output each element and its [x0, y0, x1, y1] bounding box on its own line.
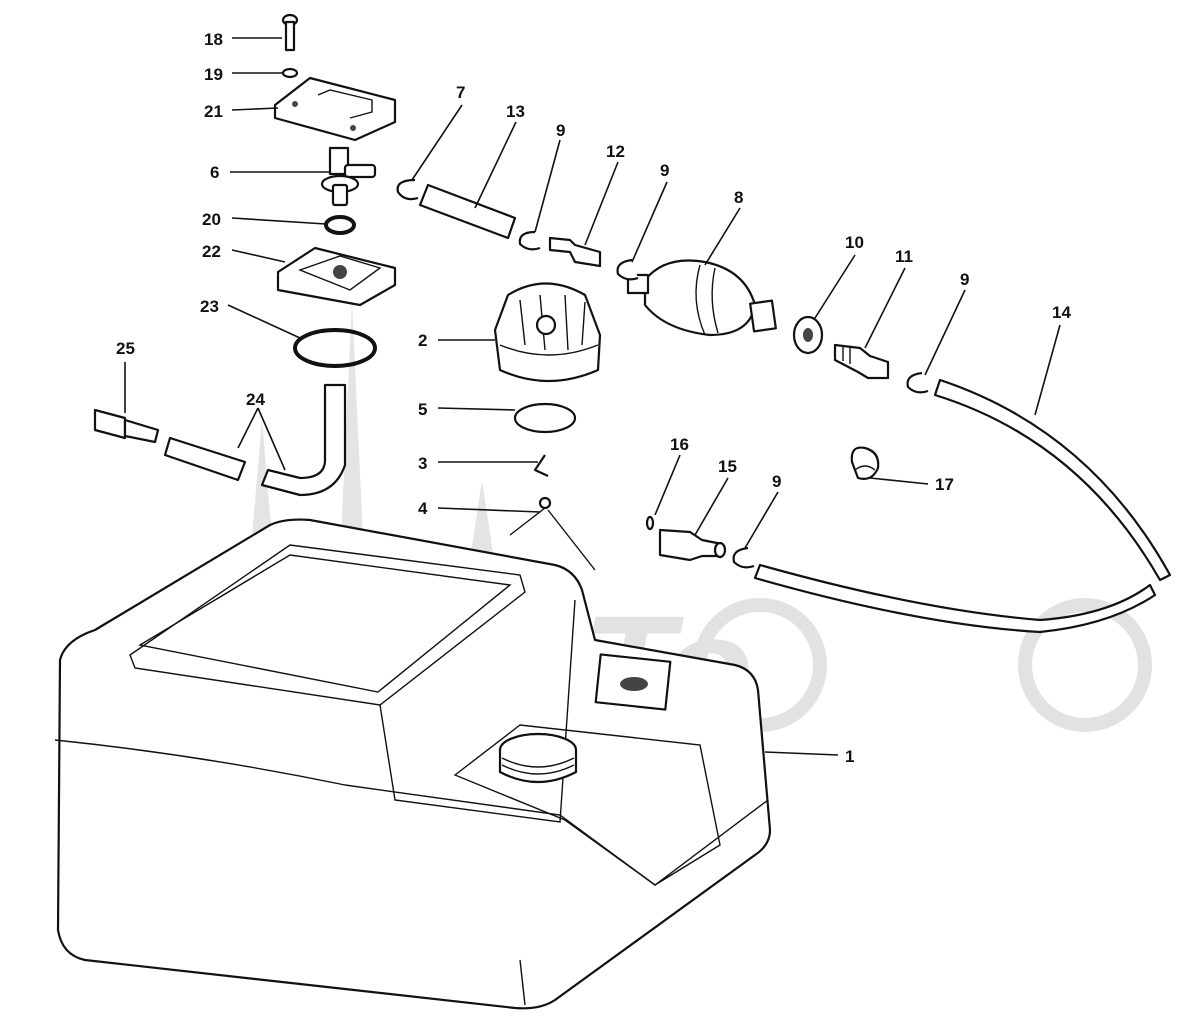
- callout-11: 11: [895, 247, 913, 266]
- cover-plate-part-21: [273, 76, 397, 142]
- callout-24: 24: [246, 390, 265, 409]
- primer-bulb-part: [626, 259, 777, 337]
- watermark-wheel-icon: [1018, 598, 1152, 732]
- connector-part-15: [658, 528, 727, 562]
- hoses-part-24: [163, 383, 347, 497]
- callout-12: 12: [606, 142, 625, 161]
- retainer-wire-part: [509, 496, 596, 571]
- callout-19: 19: [204, 65, 223, 84]
- clamp-part-9b: [616, 258, 639, 281]
- hose-part-13: [418, 183, 517, 240]
- connector-part-12: [548, 236, 602, 268]
- callout-10: 10: [845, 233, 864, 252]
- callout-15: 15: [718, 457, 737, 476]
- callout-2: 2: [418, 331, 427, 350]
- clamp-part-9d: [732, 546, 755, 569]
- pickup-tube-part-25: [93, 408, 160, 444]
- fitting-part-10: [792, 315, 824, 355]
- callout-5: 5: [418, 400, 427, 419]
- gauge-plate-part-22: [276, 246, 397, 307]
- chain-link-part: [533, 454, 549, 477]
- connector-part-11: [833, 343, 890, 380]
- clamp-part-9a: [518, 230, 541, 251]
- leader-lines: [124, 37, 1061, 756]
- callout-9d: 9: [772, 472, 781, 491]
- callout-13: 13: [506, 102, 525, 121]
- o-ring-part-23: [293, 328, 377, 368]
- callout-18: 18: [204, 30, 223, 49]
- washer-part-19: [281, 67, 299, 79]
- callout-17: 17: [935, 475, 954, 494]
- callout-23: 23: [200, 297, 219, 316]
- o-ring-part-20: [324, 215, 356, 235]
- callout-9a: 9: [556, 121, 565, 140]
- callout-7: 7: [456, 83, 465, 102]
- callout-labels: 18 19 21 6 20 22 23 25 24 2 5 3 4 7 13 9…: [116, 30, 1071, 766]
- fuel-tank-part: [54, 518, 772, 1010]
- callout-25: 25: [116, 339, 135, 358]
- callout-4: 4: [418, 499, 428, 518]
- tank-hose-part: [753, 563, 1157, 634]
- clamp-part-7: [396, 178, 419, 201]
- callout-22: 22: [202, 242, 221, 261]
- callout-16: 16: [670, 435, 689, 454]
- fuel-fitting-part: [320, 146, 377, 207]
- callout-9c: 9: [960, 270, 969, 289]
- screw-part-18: [281, 13, 299, 52]
- callout-8: 8: [734, 188, 743, 207]
- clip-part-17: [850, 446, 880, 480]
- hose-part-14: [933, 378, 1172, 582]
- callout-20: 20: [202, 210, 221, 229]
- clamp-part-9c: [906, 371, 929, 394]
- gasket-part: [513, 402, 577, 434]
- callout-14: 14: [1052, 303, 1071, 322]
- callout-21: 21: [204, 102, 223, 121]
- o-ring-part-16: [645, 515, 655, 531]
- callout-3: 3: [418, 454, 427, 473]
- callout-9b: 9: [660, 161, 669, 180]
- callout-6: 6: [210, 163, 219, 182]
- fuel-cap-part: [493, 282, 602, 383]
- callout-1: 1: [845, 747, 854, 766]
